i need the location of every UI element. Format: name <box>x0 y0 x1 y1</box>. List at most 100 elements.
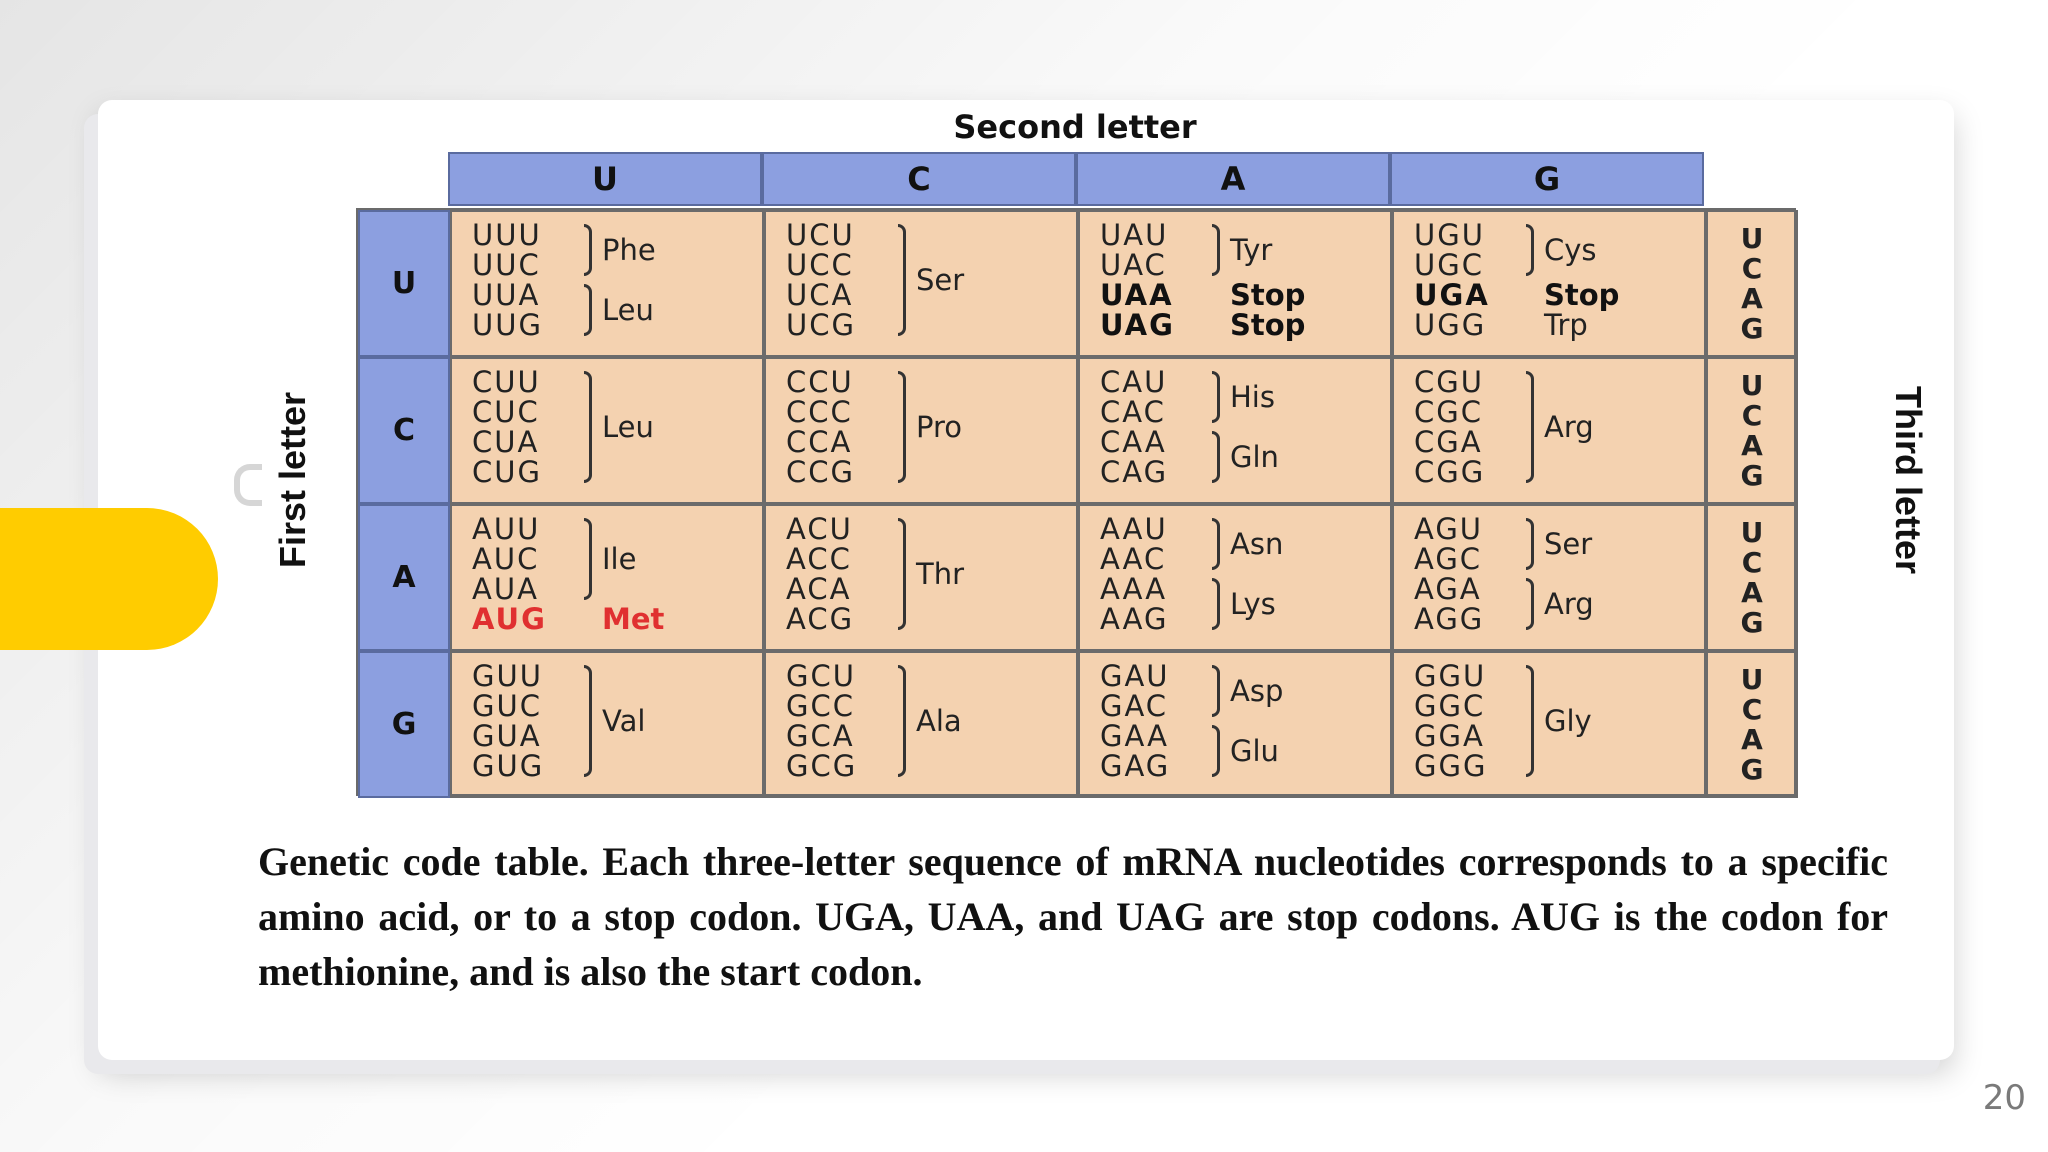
codon: GUU <box>472 659 543 693</box>
amino-acid-label: Tyr <box>1230 233 1273 267</box>
codon: UUU <box>472 218 542 252</box>
codon-line: CAU <box>1100 367 1384 397</box>
codon: UGU <box>1414 218 1485 252</box>
codon-group-brace <box>1526 665 1534 777</box>
amino-acid-label: Phe <box>602 233 656 267</box>
codon: UCU <box>786 218 855 252</box>
codon: CGU <box>1414 365 1484 399</box>
amino-acid-label: Ile <box>602 542 637 576</box>
column-header: U <box>448 152 762 206</box>
codon: CGG <box>1414 455 1486 489</box>
codon-line: GGA <box>1414 721 1698 751</box>
amino-acid-label: Arg <box>1544 587 1594 621</box>
codon: CUU <box>472 365 541 399</box>
codon: GGU <box>1414 659 1487 693</box>
codon-line: CCC <box>786 397 1070 427</box>
codon-group-brace <box>1212 665 1220 717</box>
codon: AUU <box>472 512 541 546</box>
codon: GGC <box>1414 689 1486 723</box>
codon: UUA <box>472 278 541 312</box>
codon-group-brace <box>1212 725 1220 777</box>
codon-line: CUU <box>472 367 756 397</box>
codon: GUC <box>472 689 542 723</box>
accent-tab <box>0 508 218 650</box>
codon-line: UCU <box>786 220 1070 250</box>
codon: GGA <box>1414 719 1485 753</box>
codon: CCA <box>786 425 853 459</box>
page-number: 20 <box>1982 1078 2026 1118</box>
codon-line: GGG <box>1414 751 1698 781</box>
codon-line: AUC <box>472 544 756 574</box>
codon-line: ACA <box>786 574 1070 604</box>
amino-acid-label: Pro <box>916 410 963 444</box>
amino-acid-label: Ser <box>1544 527 1593 561</box>
amino-acid-label: Cys <box>1544 233 1597 267</box>
amino-acid-label: Met <box>602 602 665 636</box>
codon: CCG <box>786 455 855 489</box>
codon: CAC <box>1100 395 1166 429</box>
third-letter: G <box>1740 752 1764 786</box>
amino-acid-label: Leu <box>602 410 654 444</box>
hook-mark <box>234 464 262 506</box>
codon-line: GCC <box>786 691 1070 721</box>
codon-line: CCU <box>786 367 1070 397</box>
codon: UGC <box>1414 248 1484 282</box>
column-header: G <box>1390 152 1704 206</box>
third-letter: U <box>1740 515 1764 549</box>
codon-line: CUG <box>472 457 756 487</box>
codon: GAG <box>1100 749 1171 783</box>
codon-line: AUU <box>472 514 756 544</box>
codon-line: CGC <box>1414 397 1698 427</box>
first-letter-cell: C <box>358 357 450 504</box>
codon: ACC <box>786 542 852 576</box>
codon: UAG <box>1100 308 1175 342</box>
codon-line: AGA <box>1414 574 1698 604</box>
first-letter-cell: G <box>358 651 450 798</box>
amino-acid-label: Ser <box>916 263 965 297</box>
codon: CGC <box>1414 395 1483 429</box>
codon-line: UCG <box>786 310 1070 340</box>
codon-group-brace <box>1526 578 1534 630</box>
amino-acid-label: Arg <box>1544 410 1594 444</box>
codon: CGA <box>1414 425 1483 459</box>
codon-line: UAC <box>1100 250 1384 280</box>
codon: GCU <box>786 659 856 693</box>
codon-line: CAG <box>1100 457 1384 487</box>
amino-acid-label: Thr <box>916 557 965 591</box>
codon-group-brace <box>898 665 906 777</box>
codon-line: AAC <box>1100 544 1384 574</box>
codon: ACA <box>786 572 852 606</box>
codon: AGU <box>1414 512 1484 546</box>
codon: AGG <box>1414 602 1485 636</box>
codon-line: UGA Stop <box>1414 280 1698 310</box>
codon: CAA <box>1100 425 1167 459</box>
codon-line: CUA <box>472 427 756 457</box>
codon-line: GAG <box>1100 751 1384 781</box>
codon-line: CGU <box>1414 367 1698 397</box>
first-letter-title: First letter <box>272 391 314 569</box>
codon-line: UUU <box>472 220 756 250</box>
amino-acid-label: Val <box>602 704 646 738</box>
codon: CCC <box>786 395 853 429</box>
column-header: C <box>762 152 1076 206</box>
codon-line: GAU <box>1100 661 1384 691</box>
amino-acid-label: Stop <box>1544 278 1620 312</box>
codon-group-brace <box>1212 224 1220 276</box>
codon-line: GCG <box>786 751 1070 781</box>
codon-line: GUU <box>472 661 756 691</box>
codon: UGA <box>1414 278 1490 312</box>
third-letter: A <box>1741 575 1763 609</box>
